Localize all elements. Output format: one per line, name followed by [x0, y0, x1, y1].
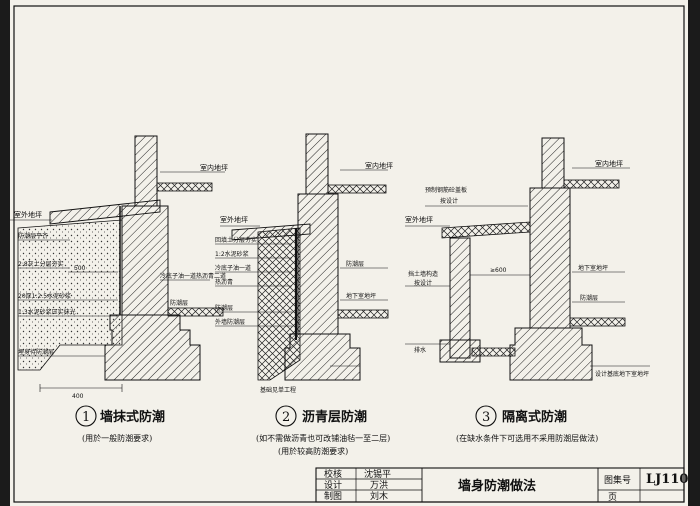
- d3-label-4: 按设计: [414, 279, 432, 287]
- detail-2-drawing: [215, 133, 389, 381]
- tb-sign-2: 万洪: [370, 479, 388, 491]
- d2-label-2: 1:2水泥砂浆: [215, 250, 249, 258]
- d3-label-8: 设计基底地下室地坪: [595, 370, 649, 378]
- d2-label-6: 外墙防潮层: [215, 318, 245, 326]
- d2-label-7: 防潮层: [346, 260, 364, 268]
- title-block-frame: [315, 467, 685, 503]
- tb-row-1: 校核: [324, 468, 342, 480]
- d3-label-3: 挡土墙构造: [408, 270, 438, 278]
- detail-3-drawing: [405, 137, 650, 381]
- d2-note-1: (如不需做沥青也可改铺油毡一至二层): [256, 433, 390, 443]
- tb-sheet-label: 图集号: [604, 474, 631, 486]
- construction-drawing: 室外地坪 室内地坪 防潮层平齐 2:8灰土分层夯实 20厚1:2.5水泥砂浆 1…: [10, 5, 688, 503]
- d3-note: (在缺水条件下可选用不采用防潮层做法): [456, 433, 598, 443]
- d2-number: 2: [282, 410, 290, 425]
- d1-label-5: 埋身待防潮层: [18, 348, 54, 356]
- d2-label-1: 回填土分层夯实: [215, 236, 257, 244]
- tb-row-2: 设计: [324, 479, 342, 491]
- d1-label-4: 1:3水泥砂浆压实抹光: [18, 308, 76, 316]
- d1-outdoor-label: 室外地坪: [14, 210, 42, 219]
- d2-number-circle: [275, 405, 297, 427]
- d2-title: 沥青层防潮: [302, 409, 367, 425]
- d1-indoor-label: 室内地坪: [200, 163, 228, 172]
- d2-label-5: 防潮层: [215, 304, 233, 312]
- d1-label-1: 防潮层平齐: [18, 232, 48, 240]
- tb-sheet-number: LJ110: [646, 472, 688, 487]
- tb-sign-1: 沈锡平: [364, 468, 391, 480]
- d3-dim: ≥600: [490, 267, 507, 274]
- d1-dim-2: 400: [72, 393, 84, 400]
- d1-dim-1: 500: [74, 265, 86, 272]
- tb-sign-3: 刘木: [370, 490, 388, 502]
- d3-label-6: 防潮层: [580, 294, 598, 302]
- d1-number-circle: [75, 405, 97, 427]
- tb-drawing-title: 墙身防潮做法: [458, 478, 536, 494]
- drawing-sheet: 室外地坪 室内地坪 防潮层平齐 2:8灰土分层夯实 20厚1:2.5水泥砂浆 1…: [10, 0, 688, 506]
- d3-label-1: 预制钢筋砼盖板: [425, 186, 467, 194]
- d3-indoor-label: 室内地坪: [595, 159, 623, 168]
- tb-row-3: 制图: [324, 490, 342, 502]
- d1-label-6: 冷底子油一道热沥青二道: [160, 272, 226, 280]
- d1-label-3: 20厚1:2.5水泥砂浆: [18, 292, 71, 300]
- d3-outdoor-label: 室外地坪: [405, 215, 433, 224]
- d3-label-7: 排水: [414, 346, 426, 354]
- d2-outdoor-label: 室外地坪: [220, 215, 248, 224]
- d3-title: 隔离式防潮: [502, 409, 567, 425]
- d2-label-3: 冷底子油一道: [215, 264, 251, 272]
- d1-number: 1: [82, 410, 90, 425]
- d1-label-7: 防潮层: [170, 299, 188, 307]
- tb-page-label: 页: [608, 492, 617, 503]
- d3-number-circle: [475, 405, 497, 427]
- d2-note-2: (用於较高防潮要求): [278, 446, 348, 456]
- d3-label-5: 地下室地坪: [578, 264, 608, 272]
- d3-number: 3: [482, 410, 490, 425]
- d3-label-2: 按设计: [440, 197, 458, 205]
- d1-label-2: 2:8灰土分层夯实: [18, 260, 64, 268]
- d1-title: 墙抹式防潮: [100, 409, 165, 425]
- detail-1-drawing: [10, 135, 225, 392]
- d2-label-9: 基础见单工程: [260, 386, 296, 394]
- d2-label-4: 热沥青: [215, 278, 233, 286]
- d2-indoor-label: 室内地坪: [365, 161, 393, 170]
- d1-note: (用於一般防潮要求): [82, 433, 152, 443]
- d2-label-8: 地下室地坪: [346, 292, 376, 300]
